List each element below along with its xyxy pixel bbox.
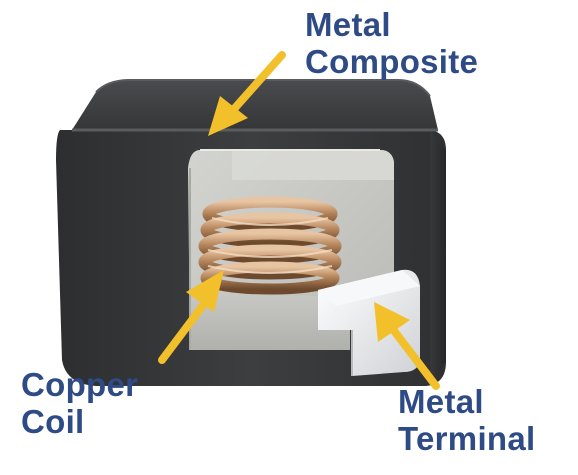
label-metal-terminal-line1: Metal	[398, 383, 484, 420]
label-metal-composite-line2: Composite	[305, 43, 479, 80]
copper-coil	[198, 196, 342, 295]
arrow-to-metal-terminal	[374, 302, 440, 390]
label-copper-coil-line2: Coil	[21, 403, 85, 440]
label-metal-composite: Metal Composite	[305, 6, 478, 80]
label-metal-composite-line1: Metal	[305, 6, 391, 43]
arrow-to-copper-coil	[158, 270, 224, 364]
metal-terminal	[318, 269, 420, 376]
arrow-to-metal-composite	[208, 51, 286, 136]
label-copper-coil: Copper Coil	[21, 366, 138, 440]
label-copper-coil-line1: Copper	[21, 366, 139, 403]
label-metal-terminal-line2: Terminal	[398, 420, 536, 457]
label-metal-terminal: Metal Terminal	[398, 383, 536, 457]
